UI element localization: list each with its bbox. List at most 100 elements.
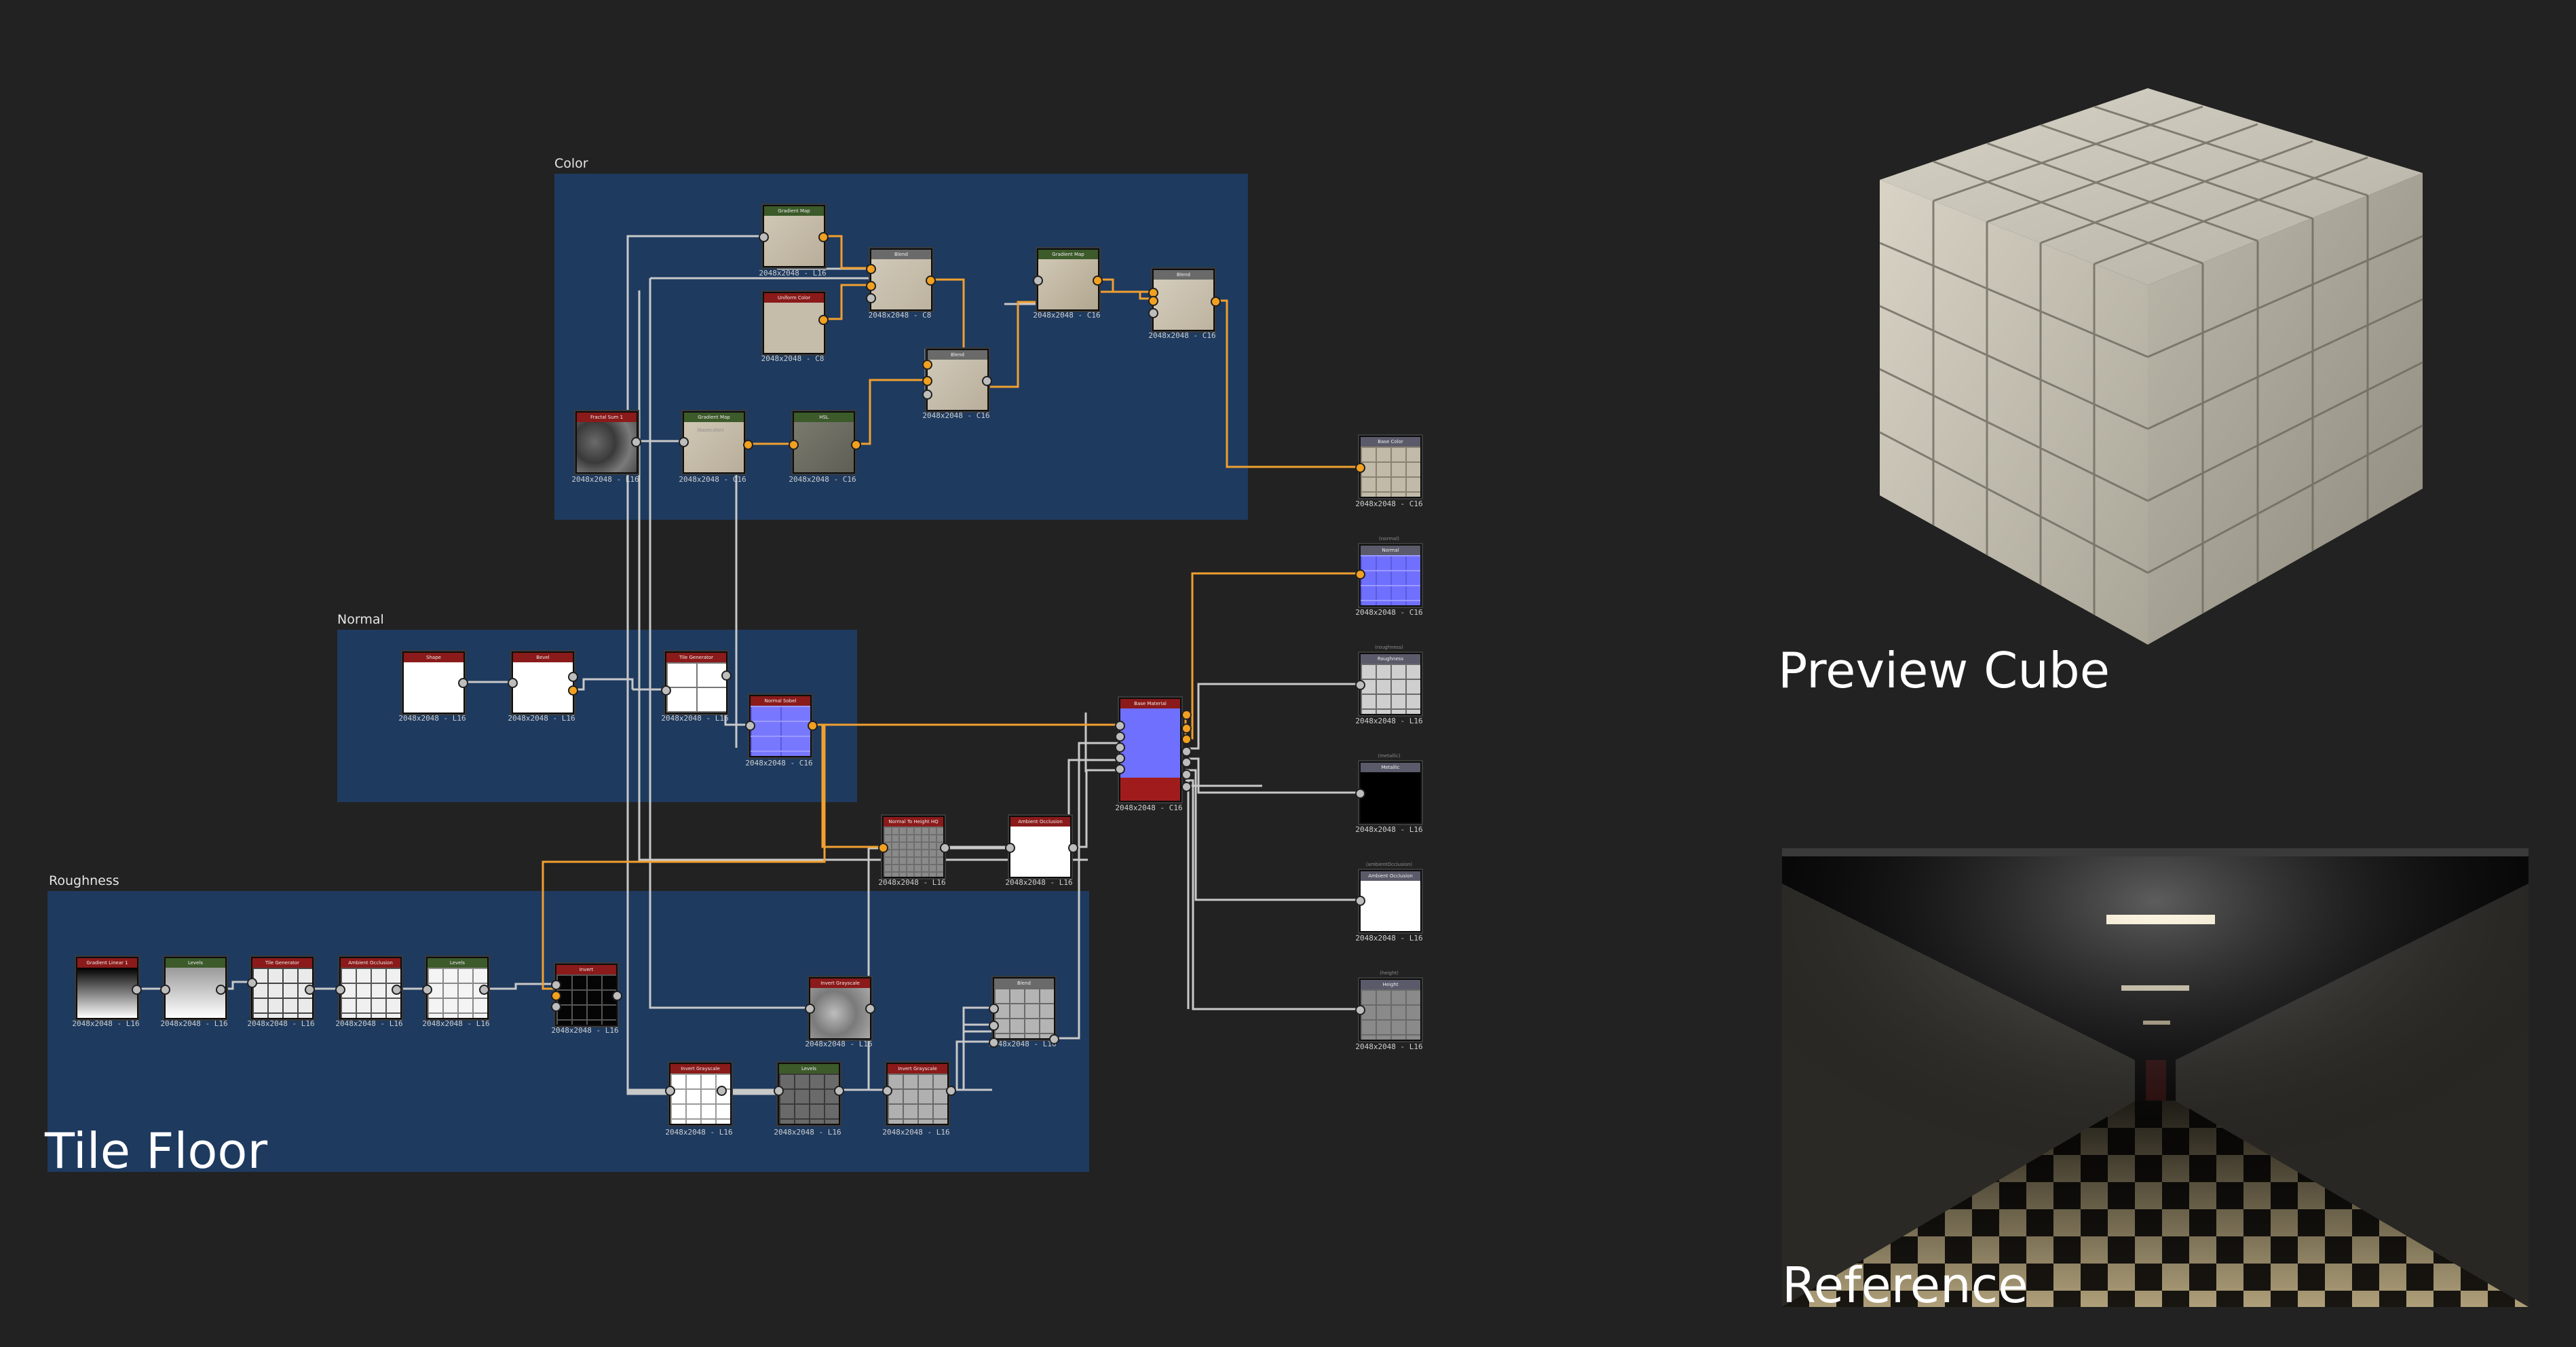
node-gradient-map[interactable]: Gradient Map <box>1037 248 1099 311</box>
node-levels[interactable]: Levels <box>426 957 489 1019</box>
input-port[interactable] <box>1115 764 1125 774</box>
input-port[interactable] <box>1005 843 1015 853</box>
output-port[interactable] <box>132 985 142 995</box>
input-port[interactable] <box>661 685 671 696</box>
output-port[interactable] <box>1181 782 1192 792</box>
node-fractal-sum[interactable]: Fractal Sum 1 <box>575 411 638 474</box>
output-port[interactable] <box>865 1004 875 1014</box>
output-port[interactable] <box>946 1086 956 1096</box>
output-port[interactable] <box>1181 770 1192 780</box>
output-port[interactable] <box>458 678 468 688</box>
output-port[interactable] <box>834 1086 844 1096</box>
node-blend[interactable]: Blend <box>870 248 932 311</box>
output-port[interactable] <box>1049 1034 1059 1044</box>
output-port[interactable] <box>743 440 753 450</box>
output-port[interactable] <box>216 985 226 995</box>
node-gradient-map[interactable]: Gradient Map <box>683 411 745 474</box>
input-port[interactable] <box>866 293 876 303</box>
output-port[interactable] <box>818 232 829 242</box>
input-port[interactable] <box>1148 296 1158 306</box>
node-ambient-occlusion[interactable]: Ambient Occlusion <box>1009 816 1072 878</box>
node-invert-grayscale[interactable]: Invert Grayscale <box>886 1063 949 1125</box>
input-port[interactable] <box>745 721 755 731</box>
input-port[interactable] <box>1115 742 1125 753</box>
output-base-color[interactable]: Base Color <box>1359 436 1422 498</box>
output-normal[interactable]: Normal <box>1359 544 1422 607</box>
node-blend[interactable]: Blend <box>926 349 989 411</box>
input-port[interactable] <box>805 1004 815 1014</box>
node-tile-generator[interactable]: Tile Generator <box>251 957 314 1019</box>
output-port[interactable] <box>305 985 315 995</box>
node-tile-generator[interactable]: Tile Generator <box>665 651 727 714</box>
output-port[interactable] <box>940 843 950 853</box>
input-port[interactable] <box>989 1038 999 1048</box>
input-port[interactable] <box>335 985 345 995</box>
output-port[interactable] <box>808 721 818 731</box>
node-gradient-linear[interactable]: Gradient Linear 1 <box>76 957 138 1019</box>
node-gradient-map[interactable]: Gradient Map <box>763 205 825 267</box>
node-blend[interactable]: Blend <box>993 977 1055 1040</box>
output-port[interactable] <box>1211 297 1221 307</box>
input-port[interactable] <box>1115 753 1125 763</box>
output-port[interactable] <box>1093 276 1103 286</box>
output-port[interactable] <box>721 670 732 681</box>
input-port[interactable] <box>989 1021 999 1031</box>
node-levels[interactable]: Levels <box>778 1063 840 1125</box>
input-port[interactable] <box>160 985 170 995</box>
input-port[interactable] <box>1033 276 1043 286</box>
input-port[interactable] <box>665 1086 675 1096</box>
input-port[interactable] <box>1355 789 1365 799</box>
output-port[interactable] <box>1181 746 1192 757</box>
input-port[interactable] <box>1115 721 1125 731</box>
input-port[interactable] <box>551 980 561 990</box>
input-port[interactable] <box>1115 732 1125 742</box>
input-port[interactable] <box>422 985 432 995</box>
input-port[interactable] <box>866 264 876 274</box>
input-port[interactable] <box>508 678 518 688</box>
input-port[interactable] <box>1355 463 1365 473</box>
output-port[interactable] <box>926 276 936 286</box>
node-normal-sobel[interactable]: Normal Sobel <box>749 695 812 757</box>
node-bevel[interactable]: Bevel <box>512 651 574 714</box>
node-uniform-color[interactable]: Uniform Color <box>763 292 825 354</box>
input-port[interactable] <box>878 843 888 853</box>
input-port[interactable] <box>922 360 932 370</box>
output-port[interactable] <box>1181 723 1192 734</box>
output-ambient-occlusion[interactable]: Ambient Occlusion <box>1359 870 1422 932</box>
node-blend[interactable]: Blend <box>1152 269 1215 331</box>
node-shape[interactable]: Shape <box>402 651 465 714</box>
output-height[interactable]: Height <box>1359 979 1422 1041</box>
node-pbr-material[interactable]: Base Material <box>1119 698 1181 802</box>
input-port[interactable] <box>882 1086 892 1096</box>
input-port[interactable] <box>247 978 257 988</box>
node-invert[interactable]: Invert <box>555 964 618 1026</box>
output-port[interactable] <box>568 672 578 682</box>
node-hsl[interactable]: HSL <box>793 411 855 474</box>
input-port[interactable] <box>679 437 689 447</box>
input-port[interactable] <box>1355 680 1365 690</box>
output-port[interactable] <box>612 991 622 1001</box>
output-port[interactable] <box>1181 710 1192 720</box>
input-port[interactable] <box>866 281 876 291</box>
input-port[interactable] <box>759 232 769 242</box>
input-port[interactable] <box>1355 569 1365 580</box>
output-port[interactable] <box>631 437 641 447</box>
input-port[interactable] <box>1148 308 1158 318</box>
output-port[interactable] <box>1181 757 1192 767</box>
input-port[interactable] <box>774 1086 784 1096</box>
input-port[interactable] <box>1355 1005 1365 1015</box>
output-port[interactable] <box>1181 734 1192 744</box>
output-port[interactable] <box>392 985 402 995</box>
output-port[interactable] <box>717 1086 727 1096</box>
output-metallic[interactable]: Metallic <box>1359 761 1422 824</box>
frame-color[interactable] <box>554 174 1248 520</box>
input-port[interactable] <box>551 991 561 1001</box>
output-port[interactable] <box>818 315 829 325</box>
output-port[interactable] <box>851 440 861 450</box>
output-port[interactable] <box>982 376 992 386</box>
output-port[interactable] <box>479 985 489 995</box>
node-ambient-occlusion[interactable]: Ambient Occlusion <box>339 957 402 1019</box>
output-port[interactable] <box>1068 843 1078 853</box>
input-port[interactable] <box>551 1002 561 1012</box>
input-port[interactable] <box>922 376 932 386</box>
